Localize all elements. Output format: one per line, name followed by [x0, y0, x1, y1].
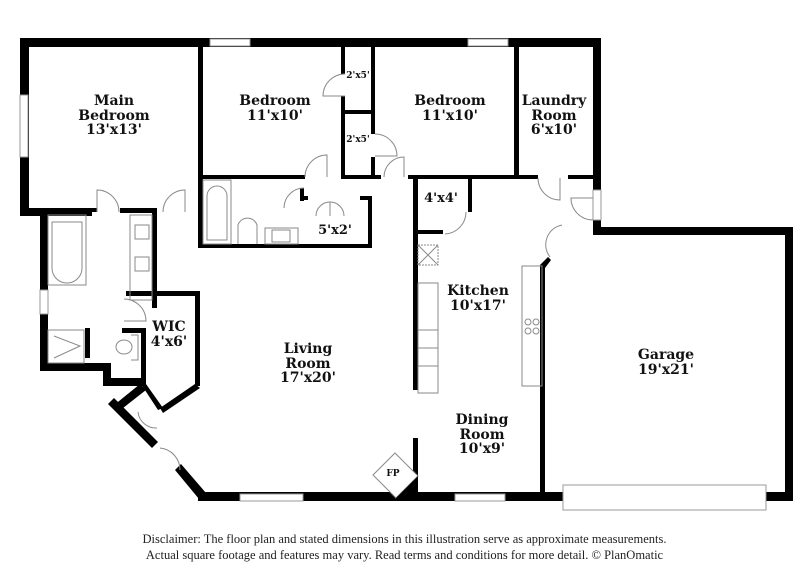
room-name: Bedroom: [78, 107, 150, 124]
room-dimensions: 5'x2': [318, 223, 352, 238]
room-name: Kitchen: [447, 283, 509, 299]
room-pantry: 4'x4': [424, 192, 458, 206]
room-dimensions: 10'x17': [450, 297, 506, 314]
room-dimensions: 4'x6': [150, 333, 188, 350]
room-dimensions: 11'x10': [422, 107, 478, 124]
room-dimensions: 17'x20': [280, 370, 336, 387]
room-main-bedroom: Main Bedroom 13'x13': [78, 94, 149, 138]
room-name: Living: [283, 341, 333, 357]
room-dimensions: 6'x10': [530, 122, 578, 139]
disclaimer: Disclaimer: The floor plan and stated di…: [0, 531, 809, 563]
disclaimer-line-2: Actual square footage and features may v…: [145, 548, 664, 562]
room-name: Bedroom: [239, 93, 311, 109]
interior-walls: [85, 38, 598, 498]
room-dimensions: 11'x10': [247, 107, 303, 124]
room-dimensions: 2'x5': [346, 135, 370, 145]
room-dimensions: 13'x13': [86, 122, 142, 139]
room-name: Room: [459, 426, 505, 443]
room-name: Main: [93, 93, 135, 109]
door-swings: [96, 73, 594, 471]
room-name: Laundry: [521, 93, 587, 109]
room-dimensions: 4'x4': [424, 191, 458, 206]
room-bedroom-1: Bedroom 11'x10': [239, 94, 310, 123]
room-bedroom-2: Bedroom 11'x10': [414, 94, 485, 123]
room-living: Living Room 17'x20': [280, 342, 336, 386]
room-dining: Dining Room 10'x9': [456, 413, 509, 457]
room-closet-1: 2'x5': [346, 71, 370, 81]
fireplace-label: FP: [386, 469, 400, 479]
room-linen-closet: 5'x2': [318, 224, 352, 238]
room-name: WIC: [152, 319, 186, 335]
room-laundry: Laundry Room 6'x10': [522, 94, 587, 138]
windows: [19, 38, 767, 511]
room-name: Room: [285, 355, 331, 372]
room-name: Garage: [637, 347, 695, 363]
room-name: Dining: [455, 412, 509, 428]
room-dimensions: 2'x5': [346, 71, 370, 81]
room-wic: WIC 4'x6': [151, 320, 187, 349]
room-name: Room: [531, 107, 577, 124]
room-dimensions: 10'x9': [458, 441, 506, 458]
fixtures: [47, 179, 543, 499]
room-dimensions: 19'x21': [638, 361, 694, 378]
disclaimer-line-1: Disclaimer: The floor plan and stated di…: [142, 532, 667, 546]
room-name: Bedroom: [414, 93, 486, 109]
fireplace-text: FP: [386, 469, 400, 479]
room-garage: Garage 19'x21': [638, 348, 694, 377]
room-closet-2: 2'x5': [346, 135, 370, 145]
room-kitchen: Kitchen 10'x17': [447, 284, 509, 313]
